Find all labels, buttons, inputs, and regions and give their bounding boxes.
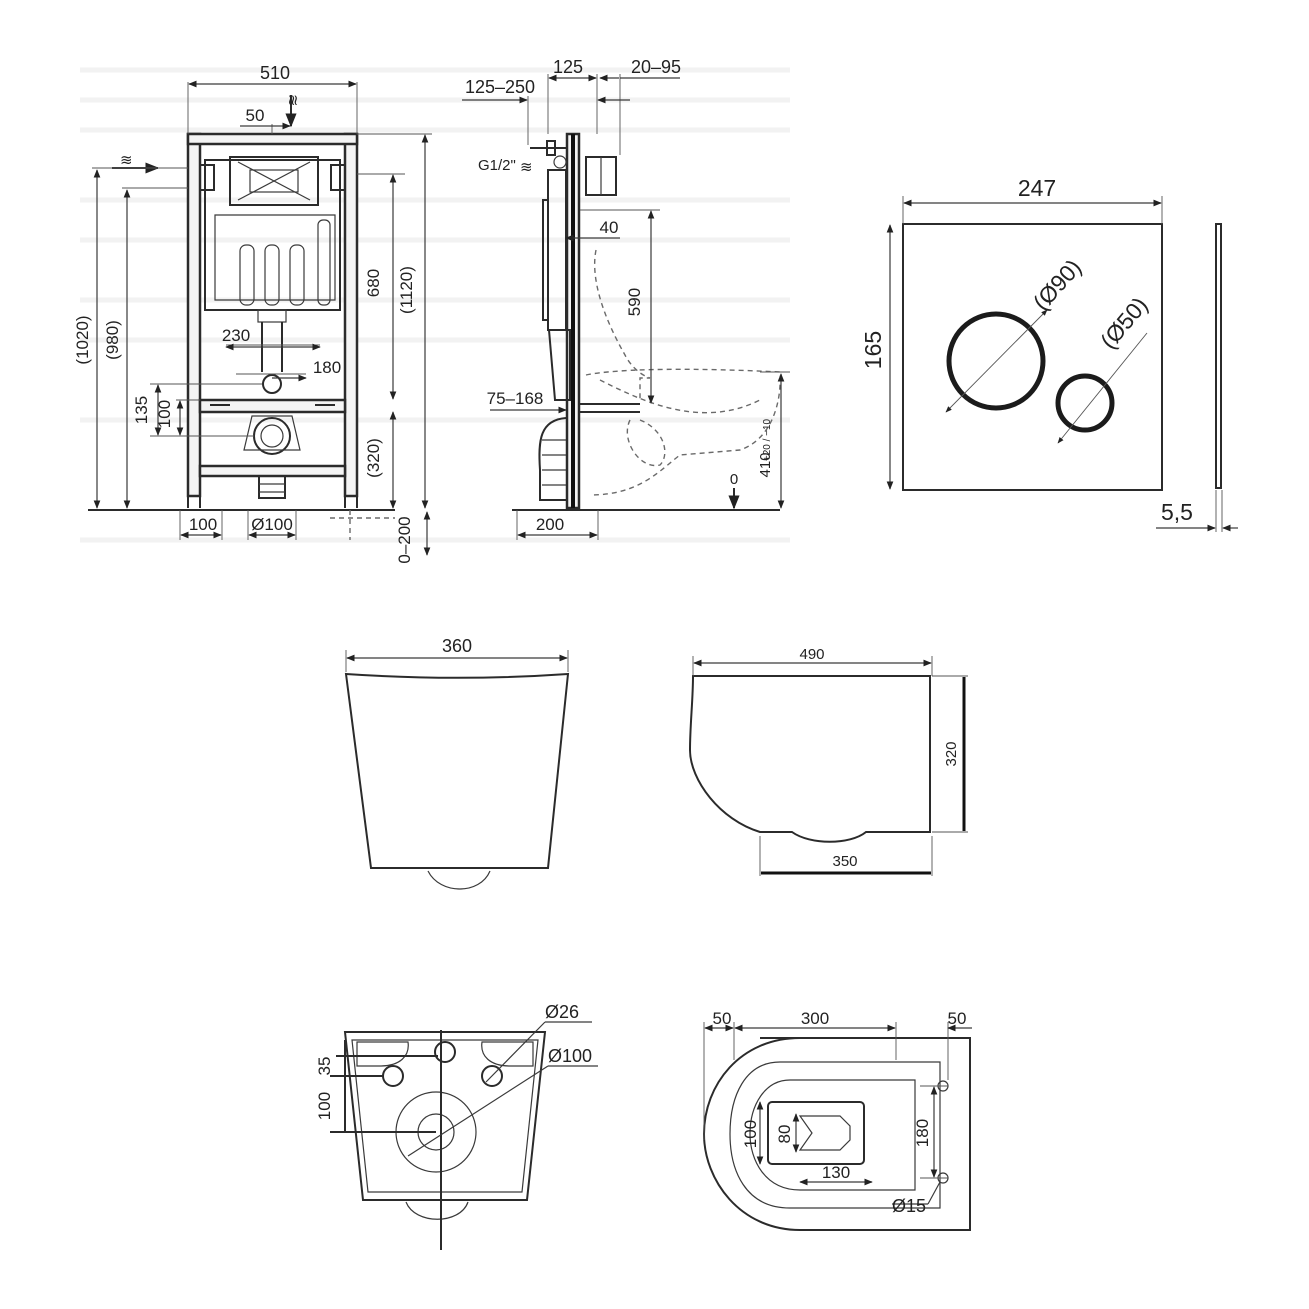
frame-side-view: 0 125 20–95 125–250 G1/2" ≋ 40 590 75–16… [462, 57, 790, 540]
flush-plate-view: (Ø90) (Ø50) 247 165 5,5 [860, 175, 1238, 532]
cistern-tank [204, 159, 341, 311]
dim-125: 125 [553, 57, 583, 77]
dim-35: 35 [315, 1057, 334, 1076]
dim-410-tolerance: +20 / −10 [762, 418, 773, 461]
dim-180-top: 180 [913, 1119, 932, 1147]
left-upright [186, 132, 202, 498]
dim-1020: (1020) [73, 315, 92, 364]
dim-200: 200 [536, 515, 564, 534]
right-upright [343, 132, 359, 498]
dim-360: 360 [442, 636, 472, 656]
dim-50: 50 [246, 106, 265, 125]
dim-80: 80 [775, 1125, 794, 1144]
dim-300: 300 [801, 1009, 829, 1028]
dim-diameter-50: (Ø50) [1095, 292, 1153, 354]
dim-20-95: 20–95 [631, 57, 681, 77]
water-symbol-side: ≋ [520, 159, 533, 176]
dim-165: 165 [860, 331, 886, 369]
middle-rail [198, 398, 347, 414]
dim-5-5: 5,5 [1161, 499, 1193, 525]
dim-40: 40 [600, 218, 619, 237]
dim-50-right: 50 [948, 1009, 967, 1028]
dim-diameter-15: Ø15 [892, 1196, 926, 1216]
dim-680: 680 [364, 269, 383, 297]
dim-590: 590 [625, 288, 644, 316]
dim-diameter-90: (Ø90) [1028, 254, 1087, 315]
dim-320-side: 320 [943, 741, 960, 766]
dim-diameter-100: Ø100 [251, 515, 293, 534]
bowl-rear-outline [343, 1031, 547, 1201]
dim-490: 490 [799, 646, 824, 663]
dim-0-200: 0–200 [395, 516, 414, 563]
dim-125-250: 125–250 [465, 77, 535, 97]
dim-100-rear: 100 [315, 1092, 334, 1120]
bottom-rail [198, 464, 347, 478]
dim-980: (980) [103, 320, 122, 360]
dim-320: (320) [364, 438, 383, 478]
label-g1-2: G1/2" [478, 157, 516, 174]
dim-100-bottom: 100 [189, 515, 217, 534]
bowl-front-view: 360 [344, 636, 570, 890]
dim-diameter-100-rear: Ø100 [548, 1046, 592, 1066]
bowl-side-view: 490 320 350 [688, 646, 968, 876]
bowl-rear-view: 35 100 Ø26 Ø100 [315, 1002, 598, 1250]
top-rail [186, 132, 359, 146]
dim-130: 130 [822, 1163, 850, 1182]
flush-plate-outline [902, 223, 1163, 491]
bowl-top-view: 50 300 50 100 80 130 180 Ø15 [702, 1009, 972, 1231]
dim-75-168: 75–168 [487, 389, 544, 408]
svg-text:≋: ≋ [284, 94, 301, 107]
dim-410: 410 [757, 452, 774, 477]
background-texture [80, 67, 790, 543]
bowl-side-outline [688, 675, 931, 843]
flush-opening [229, 156, 319, 206]
bowl-front-outline [344, 672, 570, 869]
dim-510: 510 [260, 63, 290, 83]
zero-level: 0 [730, 471, 738, 488]
frame-front-view: ≋ ≋ 510 50 230 180 680 (1120) (320) (102… [73, 63, 790, 564]
dim-135: 135 [132, 396, 151, 424]
flush-plate-profile [1215, 223, 1222, 489]
water-symbol: ≋ [120, 152, 133, 169]
dim-50-left: 50 [713, 1009, 732, 1028]
dim-350: 350 [832, 853, 857, 870]
dim-1120: (1120) [397, 266, 416, 314]
dim-diameter-26: Ø26 [545, 1002, 579, 1022]
dim-180: 180 [313, 358, 341, 377]
dim-100-top: 100 [741, 1120, 760, 1148]
small-flush-button [1055, 373, 1115, 433]
dim-247: 247 [1018, 175, 1056, 201]
dim-230: 230 [222, 326, 250, 345]
dim-100-left: 100 [155, 400, 174, 428]
bowl-outline-dashed [594, 249, 651, 400]
